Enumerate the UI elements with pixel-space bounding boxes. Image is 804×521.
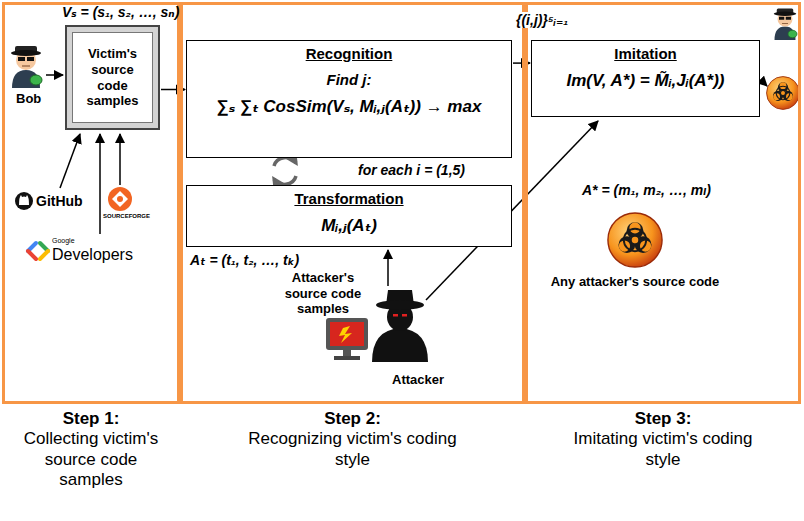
attacker-icon — [330, 322, 364, 346]
step-number: Step 2: — [233, 409, 473, 429]
illustration — [608, 213, 662, 267]
step-panel: Victim's source code samplesStep 1:Colle… — [2, 2, 180, 404]
illustration — [60, 134, 80, 188]
sourceforge-logo — [108, 187, 132, 211]
logo-text: Google — [52, 237, 75, 245]
step-number: Step 1: — [21, 409, 161, 429]
sourceforge-logo — [108, 187, 132, 211]
attacker-icon — [343, 350, 351, 356]
step-panel: RecognitionFind j: ∑ₛ ∑ₜ CosSim(Vₛ, Mᵢ,ⱼ(… — [180, 2, 525, 404]
process-box: TransformationMᵢ,ⱼ(Aₜ) — [186, 185, 512, 247]
illustration — [387, 250, 389, 286]
github-logo — [15, 192, 33, 210]
step-caption: Step 2:Recognizing victim's coding style — [233, 409, 473, 470]
cycle-icon — [274, 176, 296, 184]
cycle-icon — [274, 158, 296, 166]
sourceforge-logo — [117, 196, 123, 202]
illustration — [774, 9, 797, 41]
google-developers-logo — [28, 251, 36, 259]
step-caption: Step 1:Collecting victim's source code s… — [21, 409, 161, 491]
step-description: Collecting victim's source code samples — [21, 429, 161, 490]
cycle-icon — [274, 158, 296, 185]
attacker-icon — [334, 356, 360, 360]
box-text: ∑ₛ ∑ₜ CosSim(Vₛ, Mᵢ,ⱼ(Aₜ)) → max — [217, 97, 482, 117]
step-description: Imitating victim's coding style — [558, 429, 768, 470]
loop-label: for each i = (1,5) — [358, 162, 465, 179]
process-box: ImitationIm(V, A*) = M̃ᵢ,Jᵢ(A*)) — [531, 40, 760, 117]
box-title: Recognition — [306, 45, 393, 63]
formula-label: A* = (m₁, m₂, …, mₗ) — [582, 182, 711, 199]
person-name: Bob — [16, 91, 41, 107]
box-title: Victim's source code samples — [77, 46, 148, 108]
box-text: Find j: — [327, 71, 372, 89]
formula-label: Vₛ = (s₁, s₂, …, sₙ) — [62, 4, 179, 21]
attacker-icon — [393, 314, 398, 317]
github-logo — [15, 192, 33, 210]
illustration — [99, 134, 101, 234]
github-logo — [19, 195, 29, 205]
samples-box: Victim's source code samples — [65, 25, 160, 130]
step-number: Step 3: — [558, 409, 768, 429]
edge-label: {(i,j)}⁵ᵢ₌₁ — [514, 12, 570, 28]
formula-label: Aₜ = (t₁, t₂, …, tₖ) — [190, 252, 299, 269]
note-label: Any attacker's source code — [540, 274, 730, 290]
illustration — [767, 77, 800, 110]
box-title: Imitation — [614, 45, 677, 63]
logo-text: SOURCEFORGE — [103, 213, 150, 220]
box-title: Transformation — [294, 190, 403, 208]
illustration — [119, 134, 121, 185]
note-label: Attacker's source code samples — [276, 270, 370, 317]
google-developers-logo — [40, 251, 48, 259]
illustration — [11, 46, 42, 88]
process-box: RecognitionFind j: ∑ₛ ∑ₜ CosSim(Vₛ, Mᵢ,ⱼ(… — [186, 40, 512, 158]
logo-text: Developers — [52, 245, 133, 264]
attacker-icon — [326, 318, 368, 350]
step-caption: Step 3:Imitating victim's coding style — [558, 409, 768, 470]
attacker-icon — [402, 314, 407, 317]
actor-name: Attacker — [392, 372, 444, 388]
step-description: Recognizing victim's coding style — [233, 429, 473, 470]
box-text: Mᵢ,ⱼ(Aₜ) — [321, 216, 377, 236]
step-panel: ImitationIm(V, A*) = M̃ᵢ,Jᵢ(A*))Step 3:I… — [525, 2, 801, 404]
sourceforge-logo — [112, 191, 128, 207]
attacker-icon — [326, 290, 428, 362]
logo-text: GitHub — [36, 193, 83, 210]
box-text: Im(V, A*) = M̃ᵢ,Jᵢ(A*)) — [566, 71, 724, 91]
google-developers-logo — [28, 243, 48, 259]
attacker-icon — [372, 328, 428, 362]
attacker-icon — [339, 326, 352, 343]
illustration — [761, 80, 767, 86]
illustration — [46, 74, 63, 76]
attacker-icon — [376, 300, 424, 310]
